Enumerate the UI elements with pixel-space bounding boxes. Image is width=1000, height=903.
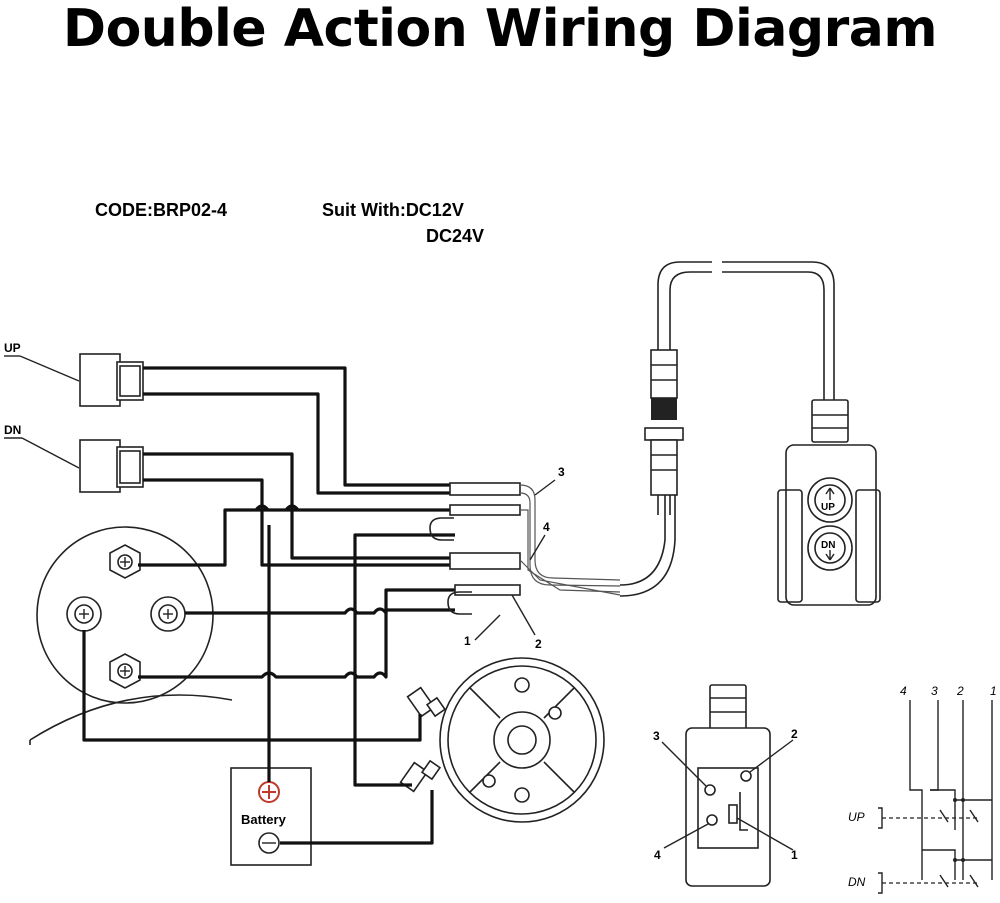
ring-terminals: [429, 482, 521, 615]
pendant-cable: [657, 261, 835, 400]
schematic-col-1: 1: [990, 684, 997, 698]
solenoid-terminal-bottom: [109, 653, 141, 689]
suit-label: Suit With:DC12V: [322, 200, 464, 220]
cable-wire-number-3: 3: [558, 465, 565, 479]
switch-terminal-1: 1: [791, 848, 798, 862]
diagram-title: Double Action Wiring Diagram: [62, 0, 938, 59]
pump-motor: [399, 657, 605, 823]
motor-terminal-bottom: [399, 759, 442, 793]
motor-terminal-top: [406, 686, 447, 718]
switch-terminal-detail: 3 2 4 1: [653, 684, 798, 887]
start-solenoid: [29, 526, 233, 745]
pendant-up-button: UP: [821, 502, 835, 513]
cable-wire-number-1: 1: [464, 634, 471, 648]
control-cable: 3 4 1 2: [464, 465, 676, 651]
dn-solenoid-label: DN: [4, 423, 21, 437]
schematic-col-2: 2: [956, 684, 964, 698]
switch-terminal-3: 3: [653, 729, 660, 743]
pendant-control: UP DN: [777, 399, 881, 606]
cable-plug-connector: [644, 335, 684, 515]
switch-terminal-2: 2: [791, 727, 798, 741]
switch-terminal-4: 4: [654, 848, 661, 862]
solenoid-terminal-right: [150, 596, 186, 632]
battery-label: Battery: [241, 812, 287, 827]
schematic-up-label: UP: [848, 810, 865, 824]
solenoid-terminal-left: [66, 596, 102, 632]
battery: Battery: [230, 767, 312, 866]
code-label: CODE:BRP02-4: [95, 200, 227, 220]
cable-wire-number-2: 2: [535, 637, 542, 651]
suit-label-voltage-2: DC24V: [426, 226, 484, 246]
schematic-dn-label: DN: [848, 875, 866, 889]
up-solenoid-connector: UP: [4, 341, 144, 407]
dn-solenoid-connector: DN: [4, 423, 144, 493]
cable-wire-number-4: 4: [543, 520, 550, 534]
pendant-dn-button: DN: [821, 540, 835, 551]
schematic-col-4: 4: [900, 684, 907, 698]
battery-negative-terminal: [258, 832, 280, 854]
switch-schematic: 4 3 2 1 UP DN: [848, 684, 997, 894]
wiring-harness: [82, 366, 455, 845]
schematic-col-3: 3: [931, 684, 938, 698]
solenoid-terminal-top: [109, 544, 141, 579]
up-solenoid-label: UP: [4, 341, 21, 355]
